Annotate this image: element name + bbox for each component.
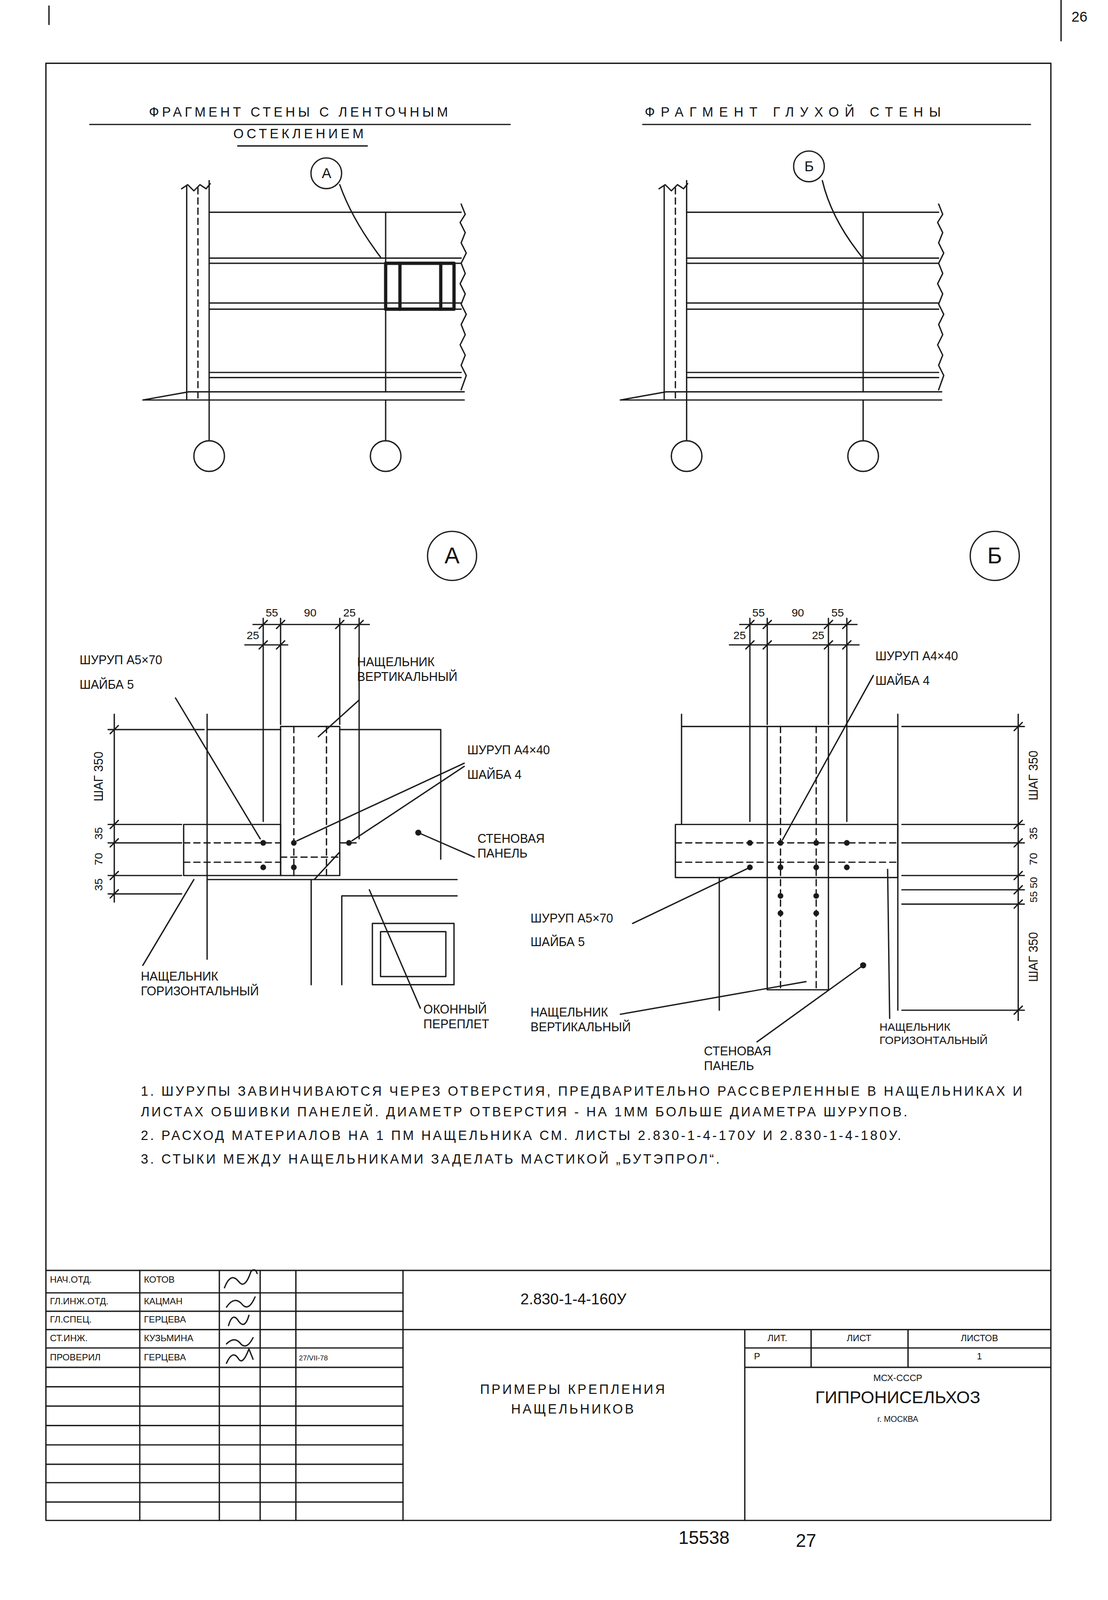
part-label: СТЕНОВАЯ ПАНЕЛЬ [704,1044,772,1074]
note: 2. РАСХОД МАТЕРИАЛОВ НА 1 ПМ НАЩЕЛЬНИКА … [140,1125,1039,1147]
callout-letter: Б [804,159,814,174]
part-label: ШАЙБА 5 [530,934,585,950]
part-label: ШУРУП А4×40 [467,742,551,758]
title-block-cell: ПРОВЕРИЛ [50,1352,101,1363]
part-label: СТЕНОВАЯ ПАНЕЛЬ [477,831,545,862]
part-label: ШАЙБА 4 [467,767,522,783]
callout-letter: А [321,166,332,181]
part-label: ШУРУП А5×70 [79,652,163,668]
dimension: 90 [304,606,317,620]
dimension: 50 [1027,876,1040,889]
callout-letter: А [444,544,460,568]
part-label: ШУРУП А4×40 [875,648,958,664]
title-block-cell: 1 [977,1351,983,1362]
page-number: 26 [1071,8,1088,26]
detail-a [108,618,475,1009]
view-heading: ФРАГМЕНТ СТЕНЫ С ЛЕНТОЧНЫМ ОСТЕКЛЕНИЕМ [85,101,515,145]
dimension: 25 [343,606,356,620]
dimension: 35 [1026,827,1041,840]
part-label: НАЩЕЛЬНИК ВЕРТИКАЛЬНЫЙ [530,1005,631,1035]
dimension: 25 [246,628,259,643]
dimension: 35 [92,827,106,840]
title-block-cell: ЛИСТ [846,1332,872,1344]
part-label: ШАЙБА 4 [875,673,930,689]
dimension: 25 [811,628,825,643]
organisation-name: ГИПРОНИСЕЛЬХОЗ [815,1386,981,1408]
dimension: 55 [752,606,765,620]
title-block-cell: ГЕРЦЕВА [143,1352,186,1363]
title-block [45,1269,1051,1521]
title-block-cell: ГЛ.СПЕЦ. [50,1314,93,1325]
dimension: 35 [92,878,106,891]
leader-line [822,180,862,258]
title-block-cell: НАЧ.ОТД. [50,1274,93,1286]
title-block-cell: ГЕРЦЕВА [143,1314,186,1325]
part-label: ШАЙБА 5 [79,677,134,693]
dimension: 90 [791,606,804,620]
title-block-cell: ЛИСТОВ [960,1332,999,1344]
dimension: ШАГ 350 [1026,932,1042,983]
view-heading: ФРАГМЕНТ ГЛУХОЙ СТЕНЫ [645,101,948,124]
callout-circle: А [309,156,343,190]
sheet-title: ПРИМЕРЫ КРЕПЛЕНИЯ НАЩЕЛЬНИКОВ [440,1379,707,1420]
title-block-cell: КОТОВ [143,1274,175,1286]
dimension: ШАГ 350 [91,751,107,802]
sheet-frame [45,63,1051,1521]
title-block-cell: Р [753,1351,760,1362]
part-label: ШУРУП А5×70 [530,911,614,926]
dimension: 55 [831,606,844,620]
title-block-cell: ЛИТ. [767,1332,788,1344]
dimension: 55 [1027,891,1040,903]
part-label: НАЩЕЛЬНИК ГОРИЗОНТАЛЬНЫЙ [879,1020,988,1048]
dimension: ШАГ 350 [1026,750,1042,801]
note: 3. СТЫКИ МЕЖДУ НАЩЕЛЬНИКАМИ ЗАДЕЛАТЬ МАС… [140,1149,1039,1170]
part-label: ОКОННЫЙ ПЕРЕПЛЕТ [423,1002,490,1032]
organisation-name: г. МОСКВА [877,1414,919,1425]
wall-fragment [142,180,466,472]
callout-circle: Б [969,530,1021,582]
part-label: НАЩЕЛЬНИК ВЕРТИКАЛЬНЫЙ [357,654,458,685]
wall-fragment [620,180,944,472]
title-block-cell: ГЛ.ИНЖ.ОТД. [50,1295,109,1307]
dimension: 25 [733,628,746,643]
callout-letter: Б [987,544,1003,568]
heading-underline [89,124,1031,147]
detail-b [620,618,1025,1043]
dimension: 55 [265,606,278,620]
sheet-mark [49,0,1062,41]
title-block-cell: СТ.ИНЖ. [50,1332,89,1344]
callout-circle: Б [792,150,826,183]
notes-block: 1. ШУРУПЫ ЗАВИНЧИВАЮТСЯ ЧЕРЕЗ ОТВЕРСТИЯ,… [140,1081,1039,1173]
organisation-name: МСХ-СССР [873,1372,923,1384]
part-label: НАЩЕЛЬНИК ГОРИЗОНТАЛЬНЫЙ [140,969,259,999]
page-number: 27 [795,1529,817,1552]
drawing-number: 2.830-1-4-160У [520,1290,627,1309]
callout-circle: А [426,530,478,582]
title-block-cell: КУЗЬМИНА [143,1332,194,1344]
dimension: 70 [92,853,106,866]
title-block-cell: КАЦМАН [143,1295,183,1307]
note: 1. ШУРУПЫ ЗАВИНЧИВАЮТСЯ ЧЕРЕЗ ОТВЕРСТИЯ,… [140,1081,1039,1123]
archive-number: 15538 [678,1526,730,1549]
title-block-cell: 27/VII-78 [299,1354,329,1363]
dimension: 70 [1026,853,1041,866]
